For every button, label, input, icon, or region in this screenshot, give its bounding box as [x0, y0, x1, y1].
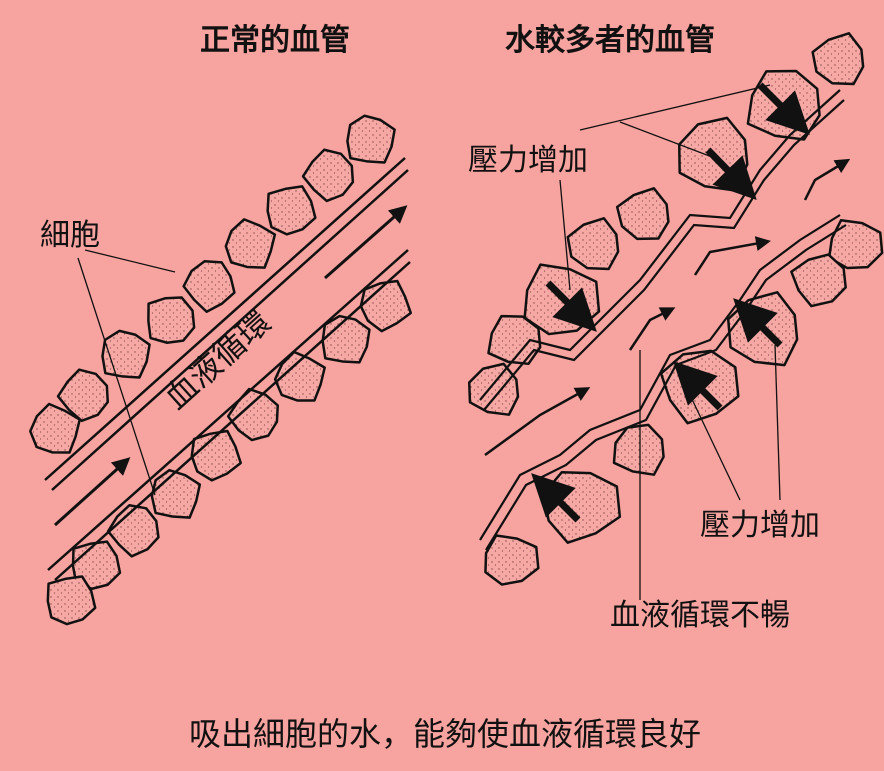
cell: [813, 33, 863, 84]
cell: [323, 316, 370, 362]
cell: [228, 389, 278, 440]
cell: [614, 425, 664, 475]
flow-arrow-lower: [55, 462, 125, 525]
cells-label: 細胞: [40, 218, 100, 253]
cell: [568, 218, 618, 269]
cell: [617, 188, 668, 239]
normal-vessel-title: 正常的血管: [200, 23, 350, 58]
excess-water-vessel-cells: [469, 33, 882, 584]
cell: [791, 255, 845, 307]
cell: [543, 472, 620, 542]
cell: [347, 116, 394, 163]
cell: [485, 535, 538, 584]
cell: [184, 261, 235, 311]
normal-vessel-panel: 正常的血管 血液循環 細胞: [30, 23, 410, 624]
cell: [108, 505, 158, 556]
cell: [226, 219, 275, 267]
cell: [152, 470, 200, 517]
pressure-increase-label-top: 壓力增加: [468, 143, 588, 178]
cell: [469, 364, 518, 415]
cell: [303, 150, 353, 201]
pressure-increase-label-bottom: 壓力增加: [700, 508, 820, 543]
cell: [361, 281, 411, 331]
cell: [192, 431, 241, 480]
cell: [268, 186, 316, 234]
excess-water-vessel-title: 水較多者的血管: [505, 23, 715, 58]
caption: 吸出細胞的水，能夠使血液循環良好: [189, 715, 701, 753]
poor-circulation-label: 血液循環不暢: [610, 598, 790, 633]
excess-water-vessel-panel: 水較多者的血管 壓力增加 壓力增加 血液循環不暢: [468, 23, 882, 633]
cell: [148, 297, 194, 342]
